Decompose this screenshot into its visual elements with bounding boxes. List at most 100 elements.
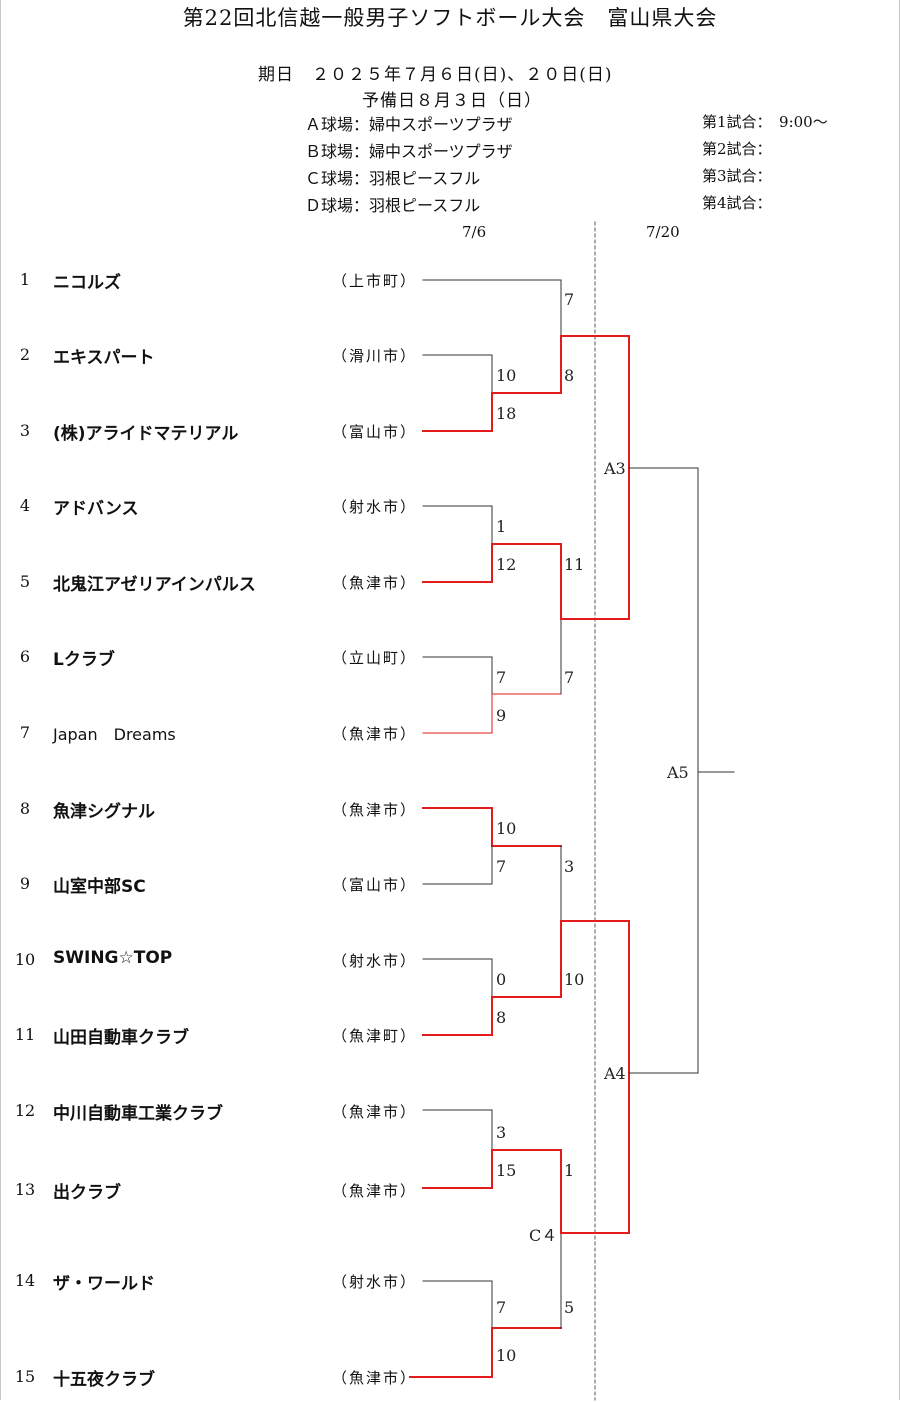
team-name: SWING☆TOP xyxy=(53,948,173,968)
team-city: （射水市） xyxy=(332,952,418,970)
bracket-line xyxy=(422,354,493,394)
team-name: 魚津シグナル xyxy=(53,802,155,822)
team-number: 6 xyxy=(19,647,31,666)
score: 7 xyxy=(496,1298,506,1317)
round-date-2: 7/20 xyxy=(646,223,680,241)
venue-b: Ｂ球場：婦中スポーツプラザ xyxy=(305,142,513,161)
slot-2: 第2試合： xyxy=(702,140,772,158)
score: 18 xyxy=(496,404,516,423)
team-city: （魚津市） xyxy=(332,1103,418,1121)
team-city: （魚津町） xyxy=(332,1027,418,1045)
bracket-line xyxy=(422,845,493,885)
bracket-line-win xyxy=(422,693,562,734)
team-number: 3 xyxy=(19,421,31,440)
score: 15 xyxy=(496,1161,516,1180)
score: 3 xyxy=(564,857,574,876)
team-name: 山田自動車クラブ xyxy=(53,1028,189,1048)
team-row: 3 (株)アライドマテリアル （富山市） xyxy=(0,419,420,444)
team-city: （立山町） xyxy=(332,649,418,667)
bracket-line xyxy=(422,656,493,695)
game-label-a3: A3 xyxy=(603,459,626,478)
team-city: （魚津市） xyxy=(332,725,418,743)
bracket-line xyxy=(422,1109,493,1151)
bracket-line xyxy=(628,467,735,773)
team-name: ニコルズ xyxy=(53,273,121,293)
bracket-line-win xyxy=(560,920,630,1074)
team-row: 5 北鬼江アゼリアインパルス （魚津市） xyxy=(0,570,420,595)
team-number: 2 xyxy=(19,345,31,364)
bracket-line xyxy=(422,958,493,998)
team-city: （上市町） xyxy=(332,272,418,290)
team-name: 中川自動車工業クラブ xyxy=(53,1104,223,1124)
round-date-1: 7/6 xyxy=(462,223,487,241)
team-number: 1 xyxy=(19,270,31,289)
score: 7 xyxy=(496,668,506,687)
score: 11 xyxy=(564,555,584,574)
reserve-date: 予備日８月３日（日） xyxy=(362,91,542,111)
bracket-line xyxy=(422,279,562,337)
team-row: 4 アドバンス （射水市） xyxy=(0,494,420,519)
team-city: （魚津市） xyxy=(332,574,418,592)
score: 1 xyxy=(496,517,506,536)
team-number: 10 xyxy=(14,950,36,969)
team-city: （富山市） xyxy=(332,876,418,894)
team-city: （射水市） xyxy=(332,498,418,516)
team-row: 13 出クラブ （魚津市） xyxy=(0,1178,420,1203)
team-number: 12 xyxy=(14,1101,36,1120)
score: 0 xyxy=(496,970,506,989)
team-row: 6 Lクラブ （立山町） xyxy=(0,645,420,670)
game-label-a5: A5 xyxy=(666,763,689,782)
score: 9 xyxy=(496,706,506,725)
slot-1: 第1試合： 9:00～ xyxy=(702,113,828,131)
team-row: 7 Japan Dreams （魚津市） xyxy=(0,721,420,745)
bracket-line-win xyxy=(560,1072,630,1234)
bracket-line-win xyxy=(422,392,562,432)
team-name: 出クラブ xyxy=(53,1183,121,1203)
team-row: 1 ニコルズ （上市町） xyxy=(0,268,420,293)
team-number: 14 xyxy=(14,1271,36,1290)
bracket-line xyxy=(628,771,699,1074)
team-name: 十五夜クラブ xyxy=(53,1370,155,1390)
team-name: エキスパート xyxy=(53,348,155,368)
game-label-a4: A4 xyxy=(603,1064,626,1083)
score: 5 xyxy=(564,1298,574,1317)
team-number: 9 xyxy=(19,874,31,893)
slot-3: 第3試合： xyxy=(702,167,772,185)
team-number: 5 xyxy=(19,572,31,591)
team-name: (株)アライドマテリアル xyxy=(53,424,239,444)
venue-d: Ｄ球場：羽根ピースフル xyxy=(305,196,481,215)
score: 10 xyxy=(496,819,516,838)
team-city: （滑川市） xyxy=(332,347,418,365)
score: 1 xyxy=(564,1161,574,1180)
team-row: 2 エキスパート （滑川市） xyxy=(0,343,420,368)
team-number: 13 xyxy=(14,1180,36,1199)
team-city: （魚津市） xyxy=(332,801,418,819)
score: 12 xyxy=(496,555,516,574)
bracket-line-win xyxy=(422,543,562,583)
team-number: 11 xyxy=(14,1025,36,1044)
bracket-line-win xyxy=(422,996,562,1036)
team-row: 11 山田自動車クラブ （魚津町） xyxy=(0,1023,420,1048)
bracket-line-win xyxy=(422,1149,562,1189)
team-name: 北鬼江アゼリアインパルス xyxy=(53,575,256,595)
bracket-line xyxy=(422,505,493,545)
team-row: 8 魚津シグナル （魚津市） xyxy=(0,797,420,822)
score: 8 xyxy=(496,1008,506,1027)
team-name: Japan Dreams xyxy=(53,725,176,744)
team-number: 4 xyxy=(19,496,31,515)
score: 3 xyxy=(496,1123,506,1142)
team-name: Lクラブ xyxy=(53,650,115,670)
score: 7 xyxy=(564,290,574,309)
bracket-line xyxy=(422,1280,493,1329)
score: 7 xyxy=(564,668,574,687)
slot-4: 第4試合： xyxy=(702,194,772,212)
bracket-line-win xyxy=(422,807,562,847)
score: 10 xyxy=(564,970,584,989)
score: 8 xyxy=(564,366,574,385)
team-row: 10 SWING☆TOP （射水市） xyxy=(0,948,420,972)
team-row: 15 十五夜クラブ （魚津市） xyxy=(0,1365,420,1390)
team-name: アドバンス xyxy=(53,499,139,519)
team-number: 7 xyxy=(19,723,31,742)
schedule-dates: 期日 ２０２５年７月６日(日)、２０日(日) xyxy=(258,65,613,85)
